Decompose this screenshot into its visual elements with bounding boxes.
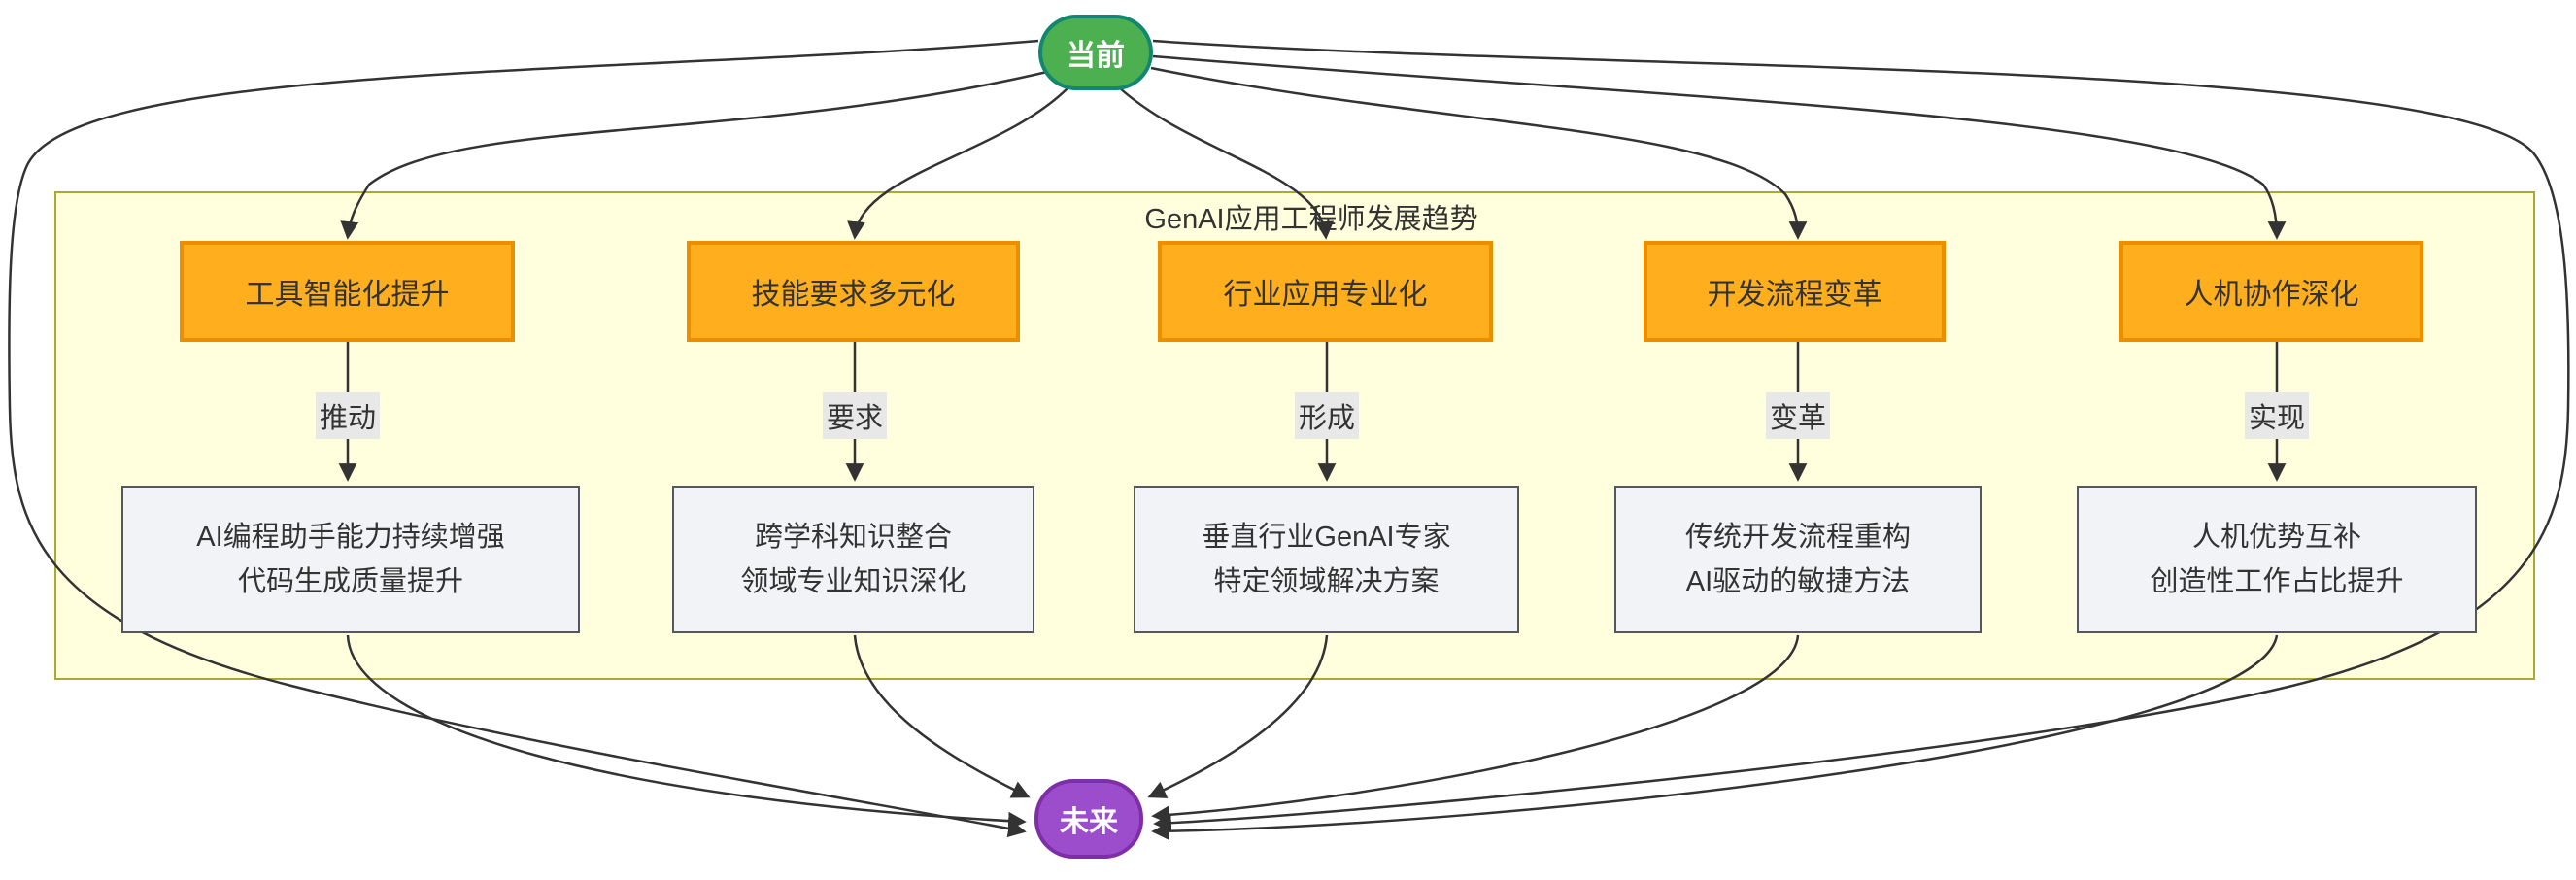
edge-current-to-trend-4: [1150, 66, 1808, 240]
trend-node-skills: 技能要求多元化: [687, 241, 1020, 342]
detail-line: AI驱动的敏捷方法: [1685, 566, 1911, 597]
detail-line: 跨学科知识整合: [754, 522, 952, 553]
detail-node-industry: 垂直行业GenAI专家 特定领域解决方案: [1134, 486, 1519, 633]
trend-node-process: 开发流程变革: [1644, 241, 1946, 342]
detail-line: 创造性工作占比提升: [2150, 566, 2404, 597]
edge-current-to-future-right: [1152, 39, 2570, 832]
end-node-label: 未来: [1060, 806, 1118, 838]
edge-detail-4-to-future: [1151, 634, 1800, 825]
edge-label-transform: 变革: [1765, 392, 1831, 439]
trend-label: 技能要求多元化: [751, 279, 956, 311]
detail-line: 领域专业知识深化: [740, 566, 966, 597]
edge-detail-5-to-future: [1151, 634, 2279, 841]
trend-node-collaboration: 人机协作深化: [2119, 241, 2423, 342]
detail-line: 特定领域解决方案: [1213, 566, 1440, 597]
detail-node-process: 传统开发流程重构 AI驱动的敏捷方法: [1614, 486, 1982, 633]
subgraph-title: GenAI应用工程师发展趋势: [1144, 204, 1478, 235]
trend-node-industry: 行业应用专业化: [1158, 241, 1493, 342]
edge-current-to-trend-1: [340, 70, 1048, 240]
start-node-current: 当前: [1038, 15, 1153, 90]
edge-detail-3-to-future: [1147, 634, 1329, 798]
trend-label: 行业应用专业化: [1223, 279, 1428, 311]
detail-node-skills: 跨学科知识整合 领域专业知识深化: [672, 486, 1034, 633]
detail-line: 人机优势互补: [2191, 522, 2361, 553]
edge-label-form: 形成: [1294, 392, 1360, 439]
edge-current-to-future-left: [8, 39, 1039, 838]
edge-current-to-trend-3: [1118, 86, 1335, 240]
edge-current-to-trend-5: [1152, 54, 2287, 240]
detail-line: 垂直行业GenAI专家: [1202, 522, 1451, 553]
end-node-future: 未来: [1034, 779, 1143, 859]
edge-current-to-trend-2: [847, 86, 1069, 240]
detail-line: AI编程助手能力持续增强: [196, 522, 505, 553]
trend-node-tools: 工具智能化提升: [180, 241, 515, 342]
edge-label-push: 推动: [315, 392, 381, 439]
detail-node-tools: AI编程助手能力持续增强 代码生成质量提升: [121, 486, 580, 633]
trend-label: 开发流程变革: [1707, 279, 1882, 311]
edge-detail-2-to-future: [853, 634, 1031, 798]
detail-line: 代码生成质量提升: [237, 566, 463, 597]
edge-detail-1-to-future: [346, 634, 1027, 830]
edge-label-realize: 实现: [2244, 392, 2310, 439]
edge-label-require: 要求: [822, 392, 888, 439]
trend-label: 工具智能化提升: [245, 279, 450, 311]
detail-line: 传统开发流程重构: [1684, 522, 1911, 553]
detail-node-collaboration: 人机优势互补 创造性工作占比提升: [2077, 486, 2477, 633]
start-node-label: 当前: [1067, 40, 1125, 72]
trend-label: 人机协作深化: [2184, 279, 2359, 311]
